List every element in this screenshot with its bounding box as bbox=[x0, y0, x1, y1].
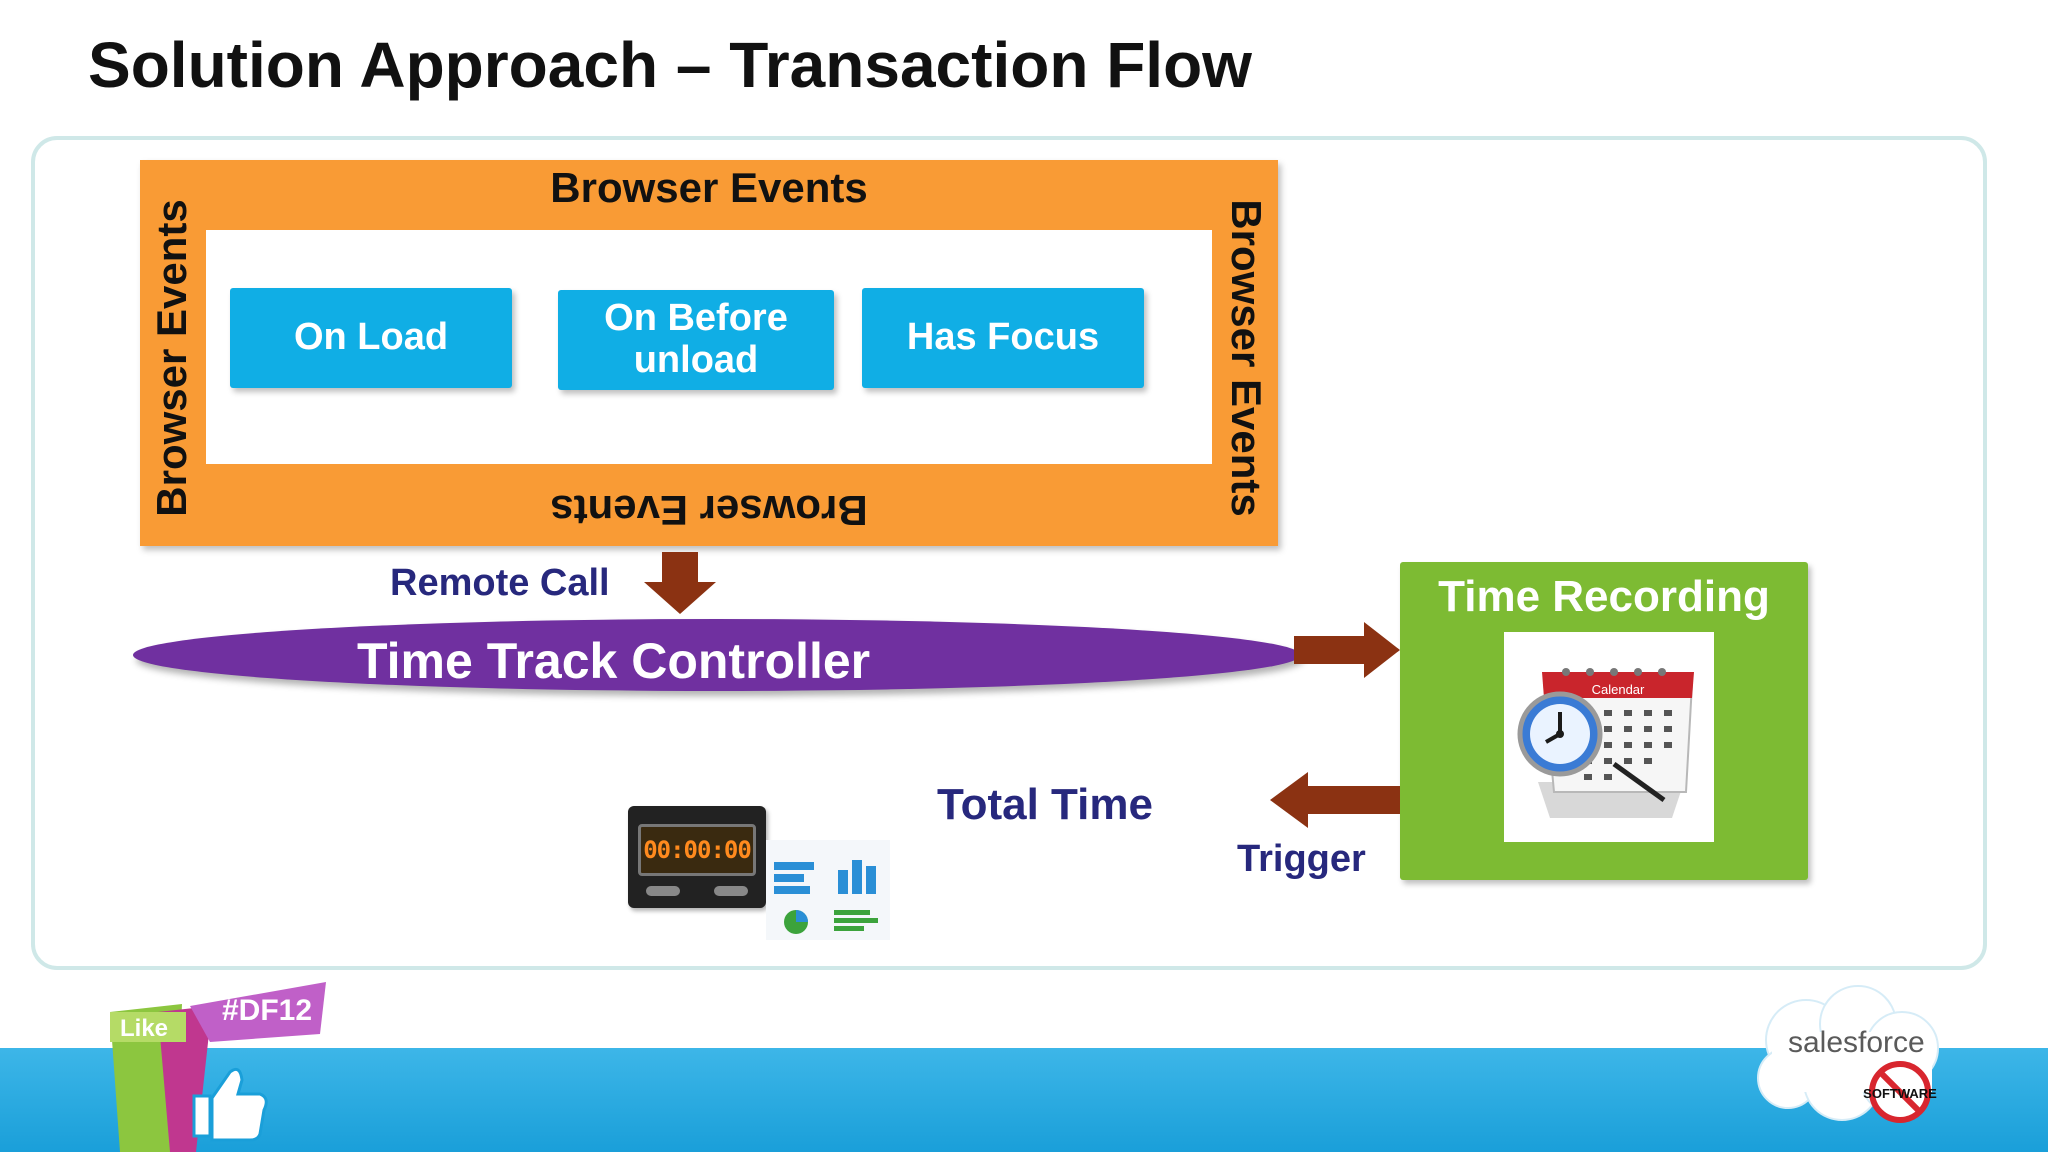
time-track-controller-label: Time Track Controller bbox=[357, 633, 871, 689]
salesforce-logo: salesforce SOFTWARE bbox=[1757, 985, 1939, 1123]
time-recording-label: Time Recording bbox=[1438, 572, 1770, 621]
software-badge-text: SOFTWARE bbox=[1863, 1086, 1937, 1101]
stopwatch-display: 00:00:00 bbox=[638, 824, 756, 876]
df12-hashtag: #DF12 bbox=[222, 994, 312, 1027]
event-on-before-unload: On Before unload bbox=[558, 290, 834, 390]
trigger-arrow-icon bbox=[1270, 772, 1400, 828]
event-has-focus: Has Focus bbox=[862, 288, 1144, 388]
remote-call-label: Remote Call bbox=[390, 562, 610, 604]
calendar-clock-image: Calendar bbox=[1504, 632, 1714, 842]
stopwatch-button-right bbox=[714, 886, 748, 896]
total-time-label: Total Time bbox=[937, 780, 1153, 829]
trigger-label: Trigger bbox=[1237, 838, 1366, 880]
browser-events-label-top: Browser Events bbox=[550, 164, 868, 211]
browser-events-label-right: Browser Events bbox=[1223, 199, 1270, 517]
dashboard-chart-icon bbox=[766, 840, 890, 940]
salesforce-wordmark: salesforce bbox=[1788, 1026, 1925, 1059]
calendar-clock-icon: Calendar bbox=[1517, 668, 1694, 818]
remote-call-arrow-icon bbox=[644, 552, 716, 614]
like-label: Like bbox=[120, 1015, 168, 1042]
stopwatch-button-left bbox=[646, 886, 680, 896]
browser-events-label-bottom: Browser Events bbox=[550, 487, 868, 534]
page-title: Solution Approach – Transaction Flow bbox=[88, 29, 1252, 101]
stopwatch-image: 00:00:00 bbox=[628, 806, 766, 908]
df12-like-logo: #DF12 Like bbox=[110, 982, 326, 1152]
time-track-controller bbox=[133, 619, 1301, 691]
footer-band bbox=[0, 1048, 2048, 1152]
controller-to-recording-arrow-icon bbox=[1294, 622, 1400, 678]
thumbs-up-icon bbox=[192, 1067, 268, 1142]
event-on-load: On Load bbox=[230, 288, 512, 388]
time-recording-box: Time Recording Calendar bbox=[1400, 562, 1808, 880]
no-software-badge-icon: SOFTWARE bbox=[1863, 1061, 1937, 1123]
browser-events-label-left: Browser Events bbox=[148, 199, 195, 517]
calendar-header-text: Calendar bbox=[1592, 682, 1645, 697]
